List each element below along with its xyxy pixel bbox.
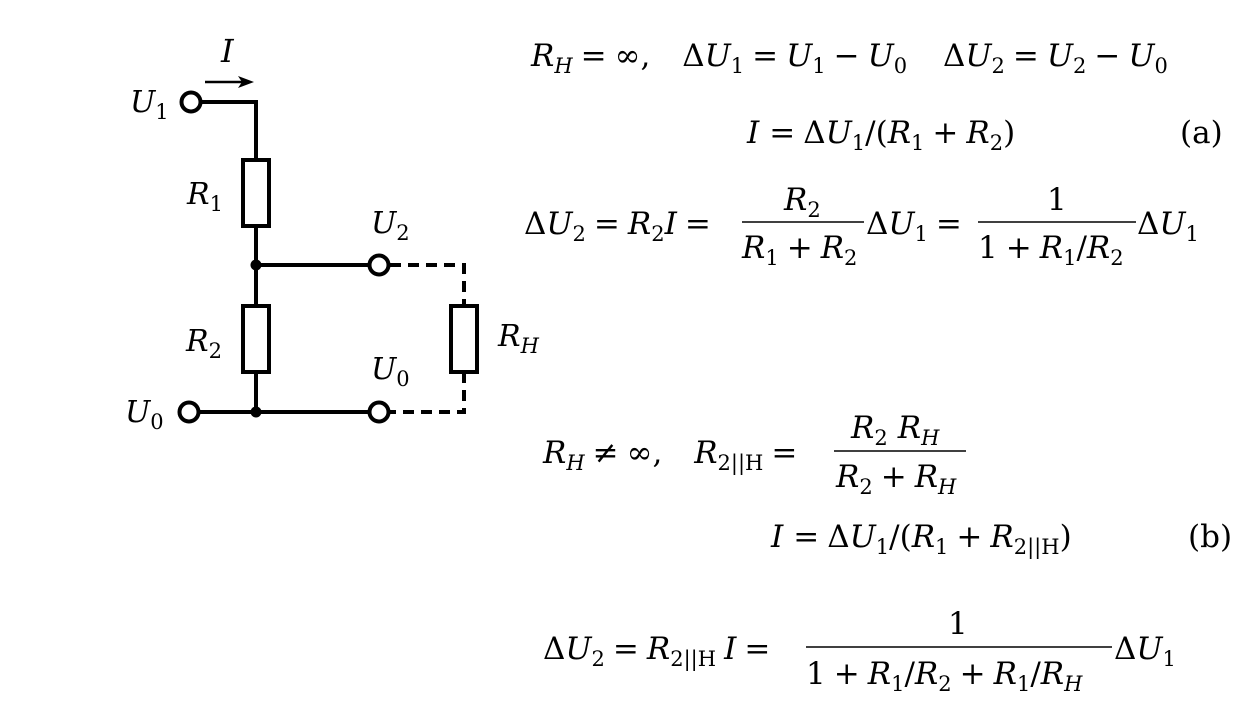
circuit-schematic	[199, 100, 479, 414]
terminal-u2	[367, 253, 391, 277]
label-rh: RH	[497, 319, 540, 358]
wire-u1-lead	[199, 100, 258, 162]
label-r1: R1	[186, 177, 223, 216]
terminal-u1	[179, 90, 203, 114]
wire-load-bottom-dashed	[390, 372, 466, 414]
equation-a-current: I=ΔU1/(R1+R2)	[746, 115, 1015, 155]
label-u0-left: U0	[125, 395, 164, 434]
equation-a-condition: RH=∞, ΔU1=U1−U0 ΔU2=U2−U0	[530, 38, 1168, 81]
label-u0-mid: U0	[371, 352, 410, 391]
label-r2: R2	[185, 324, 222, 363]
equation-b-condition: RH≠∞, R2||H=	[542, 435, 797, 476]
junction-mid	[250, 259, 262, 271]
fraction-a1-numerator: R2	[783, 182, 821, 222]
label-u2: U2	[371, 206, 410, 245]
label-u1: U1	[130, 85, 169, 124]
equation-tag-b: (b)	[1188, 519, 1232, 555]
fraction-b1-denominator: R2+RH	[835, 459, 957, 499]
terminal-u0-right	[367, 400, 391, 424]
fraction-a2-denominator: 1+R1/R2	[978, 230, 1124, 270]
junction-bottom	[250, 406, 262, 418]
equation-a-lhs: ΔU2=R2I=	[524, 206, 711, 246]
fraction-b2-denominator: 1+R1/R2+R1/RH	[806, 656, 1083, 696]
fraction-a1-denominator: R1+R2	[741, 230, 857, 270]
wire-load-top-dashed	[390, 263, 466, 306]
resistor-rh	[449, 304, 479, 374]
resistor-r2	[241, 304, 271, 374]
label-current: I	[220, 32, 235, 70]
fraction-a2-numerator: 1	[1047, 182, 1067, 218]
equation-a-mid: ΔU1=	[866, 206, 962, 246]
current-arrow-icon	[205, 76, 254, 88]
fraction-b2-numerator: 1	[948, 606, 968, 642]
equation-a-rhs: ΔU1	[1137, 206, 1199, 246]
equation-b-rhs: ΔU1	[1114, 631, 1176, 671]
equations-case-a: RH=∞, ΔU1=U1−U0 ΔU2=U2−U0 I=ΔU1/(R1+R2) …	[524, 38, 1223, 270]
equation-b-current: I=ΔU1/(R1+R2||H)	[770, 519, 1072, 560]
resistor-r1	[241, 158, 271, 228]
equation-tag-a: (a)	[1180, 115, 1223, 151]
terminal-u0-left	[177, 400, 201, 424]
